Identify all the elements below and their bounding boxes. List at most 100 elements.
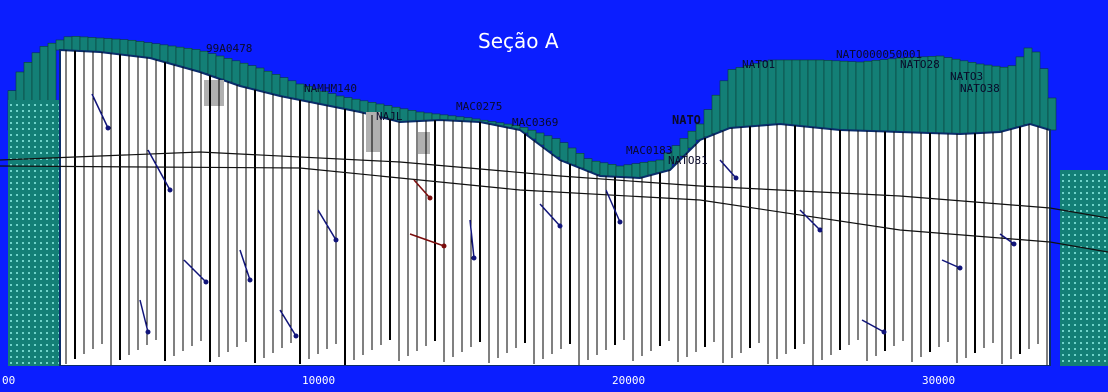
- texture-dot: [10, 248, 12, 250]
- terrain-column: [351, 98, 361, 112]
- texture-dot: [1068, 354, 1070, 356]
- texture-dot: [1098, 354, 1100, 356]
- texture-dot: [10, 266, 12, 268]
- texture-dot: [1092, 312, 1094, 314]
- texture-dot: [1086, 222, 1088, 224]
- texture-dot: [52, 230, 54, 232]
- texture-dot: [1104, 204, 1106, 206]
- texture-dot: [1086, 312, 1088, 314]
- texture-dot: [1098, 252, 1100, 254]
- texture-dot: [1092, 288, 1094, 290]
- texture-dot: [1086, 192, 1088, 194]
- terrain-column: [175, 46, 185, 67]
- texture-dot: [34, 122, 36, 124]
- texture-dot: [10, 350, 12, 352]
- texture-dot: [16, 194, 18, 196]
- texture-dot: [22, 326, 24, 328]
- texture-dot: [22, 338, 24, 340]
- texture-dot: [28, 284, 30, 286]
- texture-dot: [34, 308, 36, 310]
- terrain-column: [135, 41, 145, 58]
- texture-dot: [10, 176, 12, 178]
- texture-dot: [40, 212, 42, 214]
- texture-dot: [34, 266, 36, 268]
- texture-dot: [34, 194, 36, 196]
- texture-dot: [1092, 294, 1094, 296]
- texture-dot: [1098, 180, 1100, 182]
- texture-dot: [1062, 210, 1064, 212]
- texture-dot: [40, 218, 42, 220]
- texture-dot: [16, 212, 18, 214]
- texture-dot: [16, 206, 18, 208]
- texture-dot: [22, 344, 24, 346]
- texture-dot: [52, 362, 54, 364]
- texture-dot: [1080, 324, 1082, 326]
- flow-arrow: [279, 309, 297, 337]
- texture-dot: [16, 296, 18, 298]
- texture-dot: [40, 296, 42, 298]
- texture-dot: [22, 362, 24, 364]
- texture-dot: [16, 146, 18, 148]
- texture-dot: [22, 236, 24, 238]
- flow-arrow: [799, 209, 821, 231]
- texture-dot: [46, 116, 48, 118]
- texture-dot: [1068, 348, 1070, 350]
- texture-dot: [1092, 210, 1094, 212]
- texture-dot: [34, 290, 36, 292]
- texture-dot: [1068, 270, 1070, 272]
- well-label: NATO3: [950, 70, 983, 83]
- terrain-column: [791, 59, 801, 126]
- flow-arrow-head: [881, 329, 887, 335]
- texture-dot: [52, 248, 54, 250]
- texture-dot: [22, 356, 24, 358]
- well-label: MAC0183: [626, 144, 672, 157]
- terrain-column: [1023, 47, 1033, 125]
- texture-dot: [1080, 342, 1082, 344]
- texture-dot: [1074, 192, 1076, 194]
- texture-dot: [52, 188, 54, 190]
- texture-dot: [1068, 252, 1070, 254]
- texture-dot: [1104, 360, 1106, 362]
- terrain-column: [943, 57, 953, 134]
- flow-arrows: [91, 93, 1017, 339]
- texture-dot: [1068, 306, 1070, 308]
- texture-dot: [1062, 288, 1064, 290]
- texture-dot: [1074, 186, 1076, 188]
- terrain-column: [1039, 68, 1049, 129]
- texture-dot: [52, 266, 54, 268]
- texture-dot: [1068, 198, 1070, 200]
- texture-dot: [1080, 252, 1082, 254]
- texture-dot: [1104, 192, 1106, 194]
- texture-dot: [1068, 204, 1070, 206]
- texture-dot: [28, 308, 30, 310]
- texture-dot: [16, 188, 18, 190]
- texture-dot: [1062, 246, 1064, 248]
- texture-dot: [1098, 288, 1100, 290]
- texture-dot: [40, 170, 42, 172]
- texture-dot: [1080, 192, 1082, 194]
- texture-dot: [1104, 354, 1106, 356]
- texture-dot: [52, 314, 54, 316]
- texture-dot: [16, 284, 18, 286]
- flow-arrow: [413, 179, 431, 199]
- flow-arrow: [861, 319, 885, 333]
- texture-dot: [52, 128, 54, 130]
- texture-dot: [34, 344, 36, 346]
- texture-dot: [1086, 252, 1088, 254]
- texture-dot: [1080, 276, 1082, 278]
- contact-lines: [0, 151, 1108, 253]
- texture-dot: [1104, 246, 1106, 248]
- terrain-column: [271, 74, 281, 96]
- texture-dot: [1086, 342, 1088, 344]
- texture-dot: [1068, 294, 1070, 296]
- texture-dot: [28, 236, 30, 238]
- texture-dot: [28, 314, 30, 316]
- terrain-column: [159, 44, 169, 63]
- texture-dot: [10, 200, 12, 202]
- texture-dot: [1092, 222, 1094, 224]
- terrain-column: [223, 58, 233, 83]
- terrain-column: [775, 59, 785, 125]
- texture-dot: [34, 362, 36, 364]
- texture-dot: [1092, 342, 1094, 344]
- texture-dot: [22, 266, 24, 268]
